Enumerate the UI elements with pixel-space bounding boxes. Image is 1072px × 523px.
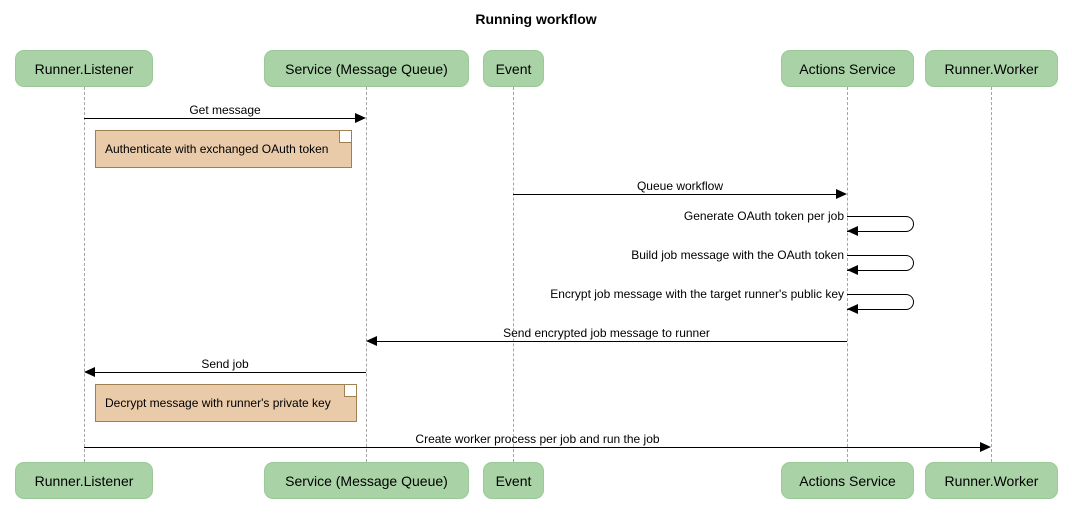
note-decrypt: Decrypt message with runner's private ke…	[95, 384, 357, 422]
message-line-send-encrypted-job-message	[377, 341, 847, 342]
participant-actions-service-top[interactable]: Actions Service	[781, 50, 914, 87]
message-label-send-encrypted-job-message: Send encrypted job message to runner	[503, 326, 710, 340]
participant-runner-listener-top[interactable]: Runner.Listener	[15, 50, 153, 87]
note-fold-corner	[339, 131, 351, 143]
arrow-head-send-encrypted-job-message	[366, 336, 377, 346]
message-label-encrypt-job-message: Encrypt job message with the target runn…	[550, 287, 844, 301]
arrow-head-build-job-message	[847, 265, 858, 275]
message-line-create-worker-process	[84, 447, 981, 448]
note-label: Authenticate with exchanged OAuth token	[105, 142, 329, 156]
participant-actions-service-bottom[interactable]: Actions Service	[781, 462, 914, 499]
page-title: Running workflow	[475, 11, 597, 27]
participant-label: Actions Service	[799, 60, 896, 77]
participant-label: Runner.Worker	[944, 472, 1039, 489]
lifeline-service-message-queue	[366, 87, 367, 462]
participant-runner-worker-top[interactable]: Runner.Worker	[925, 50, 1058, 87]
note-authenticate: Authenticate with exchanged OAuth token	[95, 130, 352, 168]
message-loop-generate-oauth-token	[847, 216, 914, 232]
participant-event-bottom[interactable]: Event	[483, 462, 544, 499]
message-loop-encrypt-job-message	[847, 294, 914, 310]
note-fold-corner	[344, 385, 356, 397]
lifeline-runner-listener	[84, 87, 85, 462]
participant-runner-listener-bottom[interactable]: Runner.Listener	[15, 462, 153, 499]
message-loop-build-job-message	[847, 255, 914, 271]
message-label-queue-workflow: Queue workflow	[636, 179, 724, 193]
participant-label: Runner.Listener	[34, 60, 134, 77]
arrow-head-queue-workflow	[836, 189, 847, 199]
participant-label: Event	[495, 472, 532, 489]
participant-label: Runner.Worker	[944, 60, 1039, 77]
participant-runner-worker-bottom[interactable]: Runner.Worker	[925, 462, 1058, 499]
message-line-send-job	[95, 372, 366, 373]
participant-label: Service (Message Queue)	[285, 472, 448, 489]
note-label: Decrypt message with runner's private ke…	[105, 396, 331, 410]
arrow-head-send-job	[84, 367, 95, 377]
lifeline-runner-worker	[991, 87, 992, 462]
arrow-head-encrypt-job-message	[847, 304, 858, 314]
participant-service-message-queue-top[interactable]: Service (Message Queue)	[264, 50, 469, 87]
participant-service-message-queue-bottom[interactable]: Service (Message Queue)	[264, 462, 469, 499]
participant-label: Runner.Listener	[34, 472, 134, 489]
participant-label: Event	[495, 60, 532, 77]
message-label-generate-oauth-token: Generate OAuth token per job	[683, 209, 844, 223]
message-line-queue-workflow	[513, 194, 837, 195]
participant-event-top[interactable]: Event	[483, 50, 544, 87]
participant-label: Actions Service	[799, 472, 896, 489]
message-label-build-job-message: Build job message with the OAuth token	[631, 248, 844, 262]
message-label-get-message: Get message	[189, 103, 261, 117]
arrow-head-generate-oauth-token	[847, 226, 858, 236]
arrow-head-create-worker-process	[980, 442, 991, 452]
message-label-create-worker-process: Create worker process per job and run th…	[415, 432, 660, 446]
participant-label: Service (Message Queue)	[285, 60, 448, 77]
message-line-get-message	[84, 118, 356, 119]
arrow-head-get-message	[355, 113, 366, 123]
message-label-send-job: Send job	[201, 357, 249, 371]
lifeline-event	[513, 87, 514, 462]
